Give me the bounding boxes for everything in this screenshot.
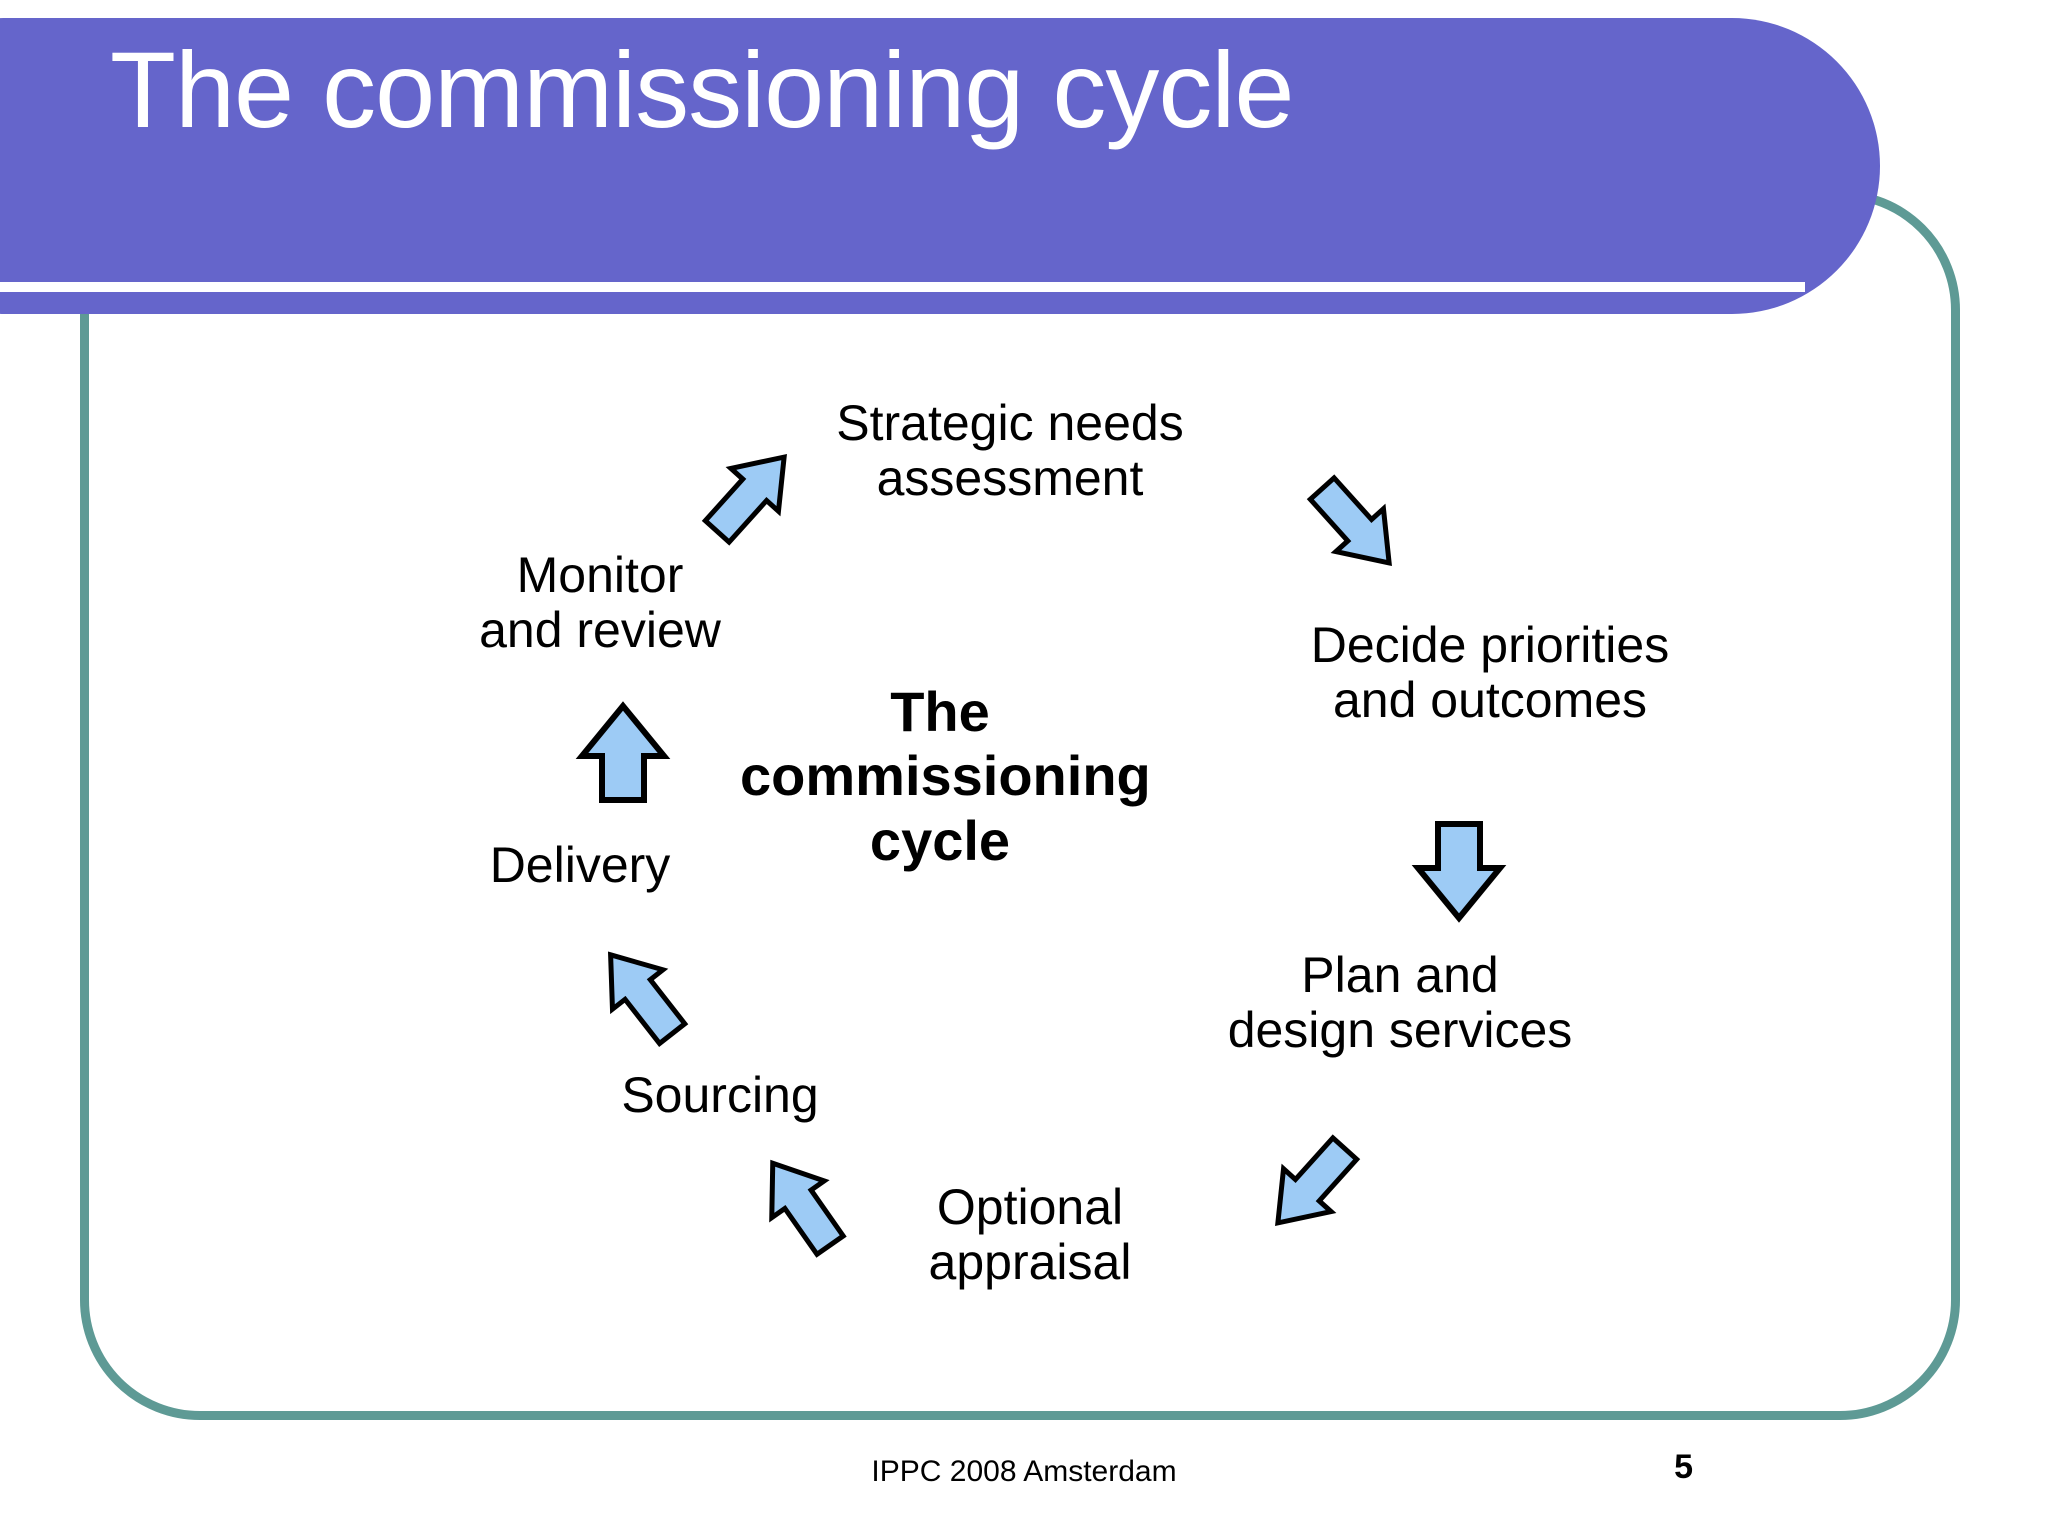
stage-label-strategic-needs-assessment: Strategic needs assessment — [836, 395, 1184, 506]
arrow-monitor-to-strategic-icon — [701, 453, 787, 546]
stage-label-monitor-and-review: Monitor and review — [479, 547, 721, 658]
stage-label-plan-and-design-services: Plan and design services — [1227, 947, 1573, 1058]
slide-footer-text: IPPC 2008 Amsterdam — [871, 1455, 1177, 1488]
arrow-decide-to-plan-icon — [1411, 821, 1507, 923]
arrow-delivery-to-monitor-icon — [575, 701, 671, 803]
stage-label-sourcing: Sourcing — [621, 1067, 819, 1123]
arrow-optional-to-sourcing-icon — [769, 1159, 847, 1258]
title-banner — [0, 18, 1880, 314]
title-underline-rule — [0, 282, 1805, 292]
arrow-sourcing-to-delivery-icon — [607, 951, 689, 1047]
page-title: The commissioning cycle — [110, 29, 1294, 150]
stage-label-delivery: Delivery — [489, 837, 671, 893]
arrow-plan-to-optional-icon — [1275, 1134, 1361, 1227]
slide-page-number: 5 — [1674, 1448, 1693, 1486]
arrow-strategic-to-decide-icon — [1306, 474, 1392, 567]
diagram-center-label: The commissioning cycle — [740, 680, 1151, 872]
stage-label-decide-priorities-and-outcomes: Decide priorities and outcomes — [1310, 617, 1670, 728]
stage-label-optional-appraisal: Optional appraisal — [928, 1179, 1132, 1290]
